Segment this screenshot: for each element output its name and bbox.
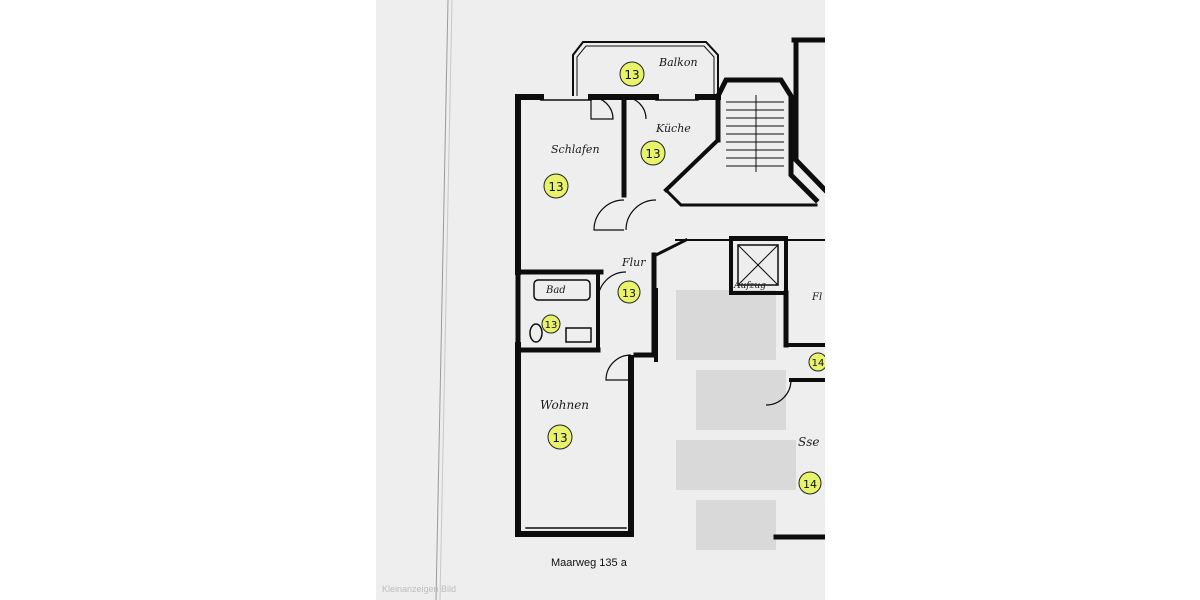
walls xyxy=(515,37,825,540)
room-number: 14 xyxy=(803,478,817,491)
room-marker-wohnen: 13 xyxy=(547,424,573,450)
room-label-flur: Flur xyxy=(621,256,646,269)
bathtub xyxy=(533,279,591,301)
floor-plan-drawing: 13 13 13 13 13 13 14 14 xyxy=(376,0,825,600)
watermark: Kleinanzeigen Bild xyxy=(382,584,456,594)
room-label-wohnen: Wohnen xyxy=(540,398,589,412)
room-marker-neighbor: 14 xyxy=(798,471,822,495)
paper-margin-line-2 xyxy=(439,0,453,600)
balcony xyxy=(572,41,719,96)
room-number: 13 xyxy=(548,180,563,194)
room-label-bad: Bad xyxy=(545,285,566,296)
bathroom-fixtures xyxy=(529,279,592,343)
paper-margin-line xyxy=(435,0,449,600)
room-number-markers: 13 13 13 13 13 13 14 14 xyxy=(541,61,825,495)
room-label-balkon: Balkon xyxy=(658,56,698,69)
room-marker-balkon: 13 xyxy=(619,61,645,87)
sink xyxy=(565,327,592,343)
room-marker-kueche: 13 xyxy=(640,140,666,166)
room-label-kueche: Küche xyxy=(655,122,691,135)
room-number: 13 xyxy=(624,68,639,82)
room-label-schlafen: Schlafen xyxy=(551,143,600,156)
room-marker-bad: 13 xyxy=(541,314,561,334)
plan-caption-address: Maarweg 135 a xyxy=(551,557,628,569)
room-number: 13 xyxy=(552,431,567,445)
room-marker-flur: 13 xyxy=(617,280,641,304)
stair-treads xyxy=(726,95,784,172)
room-number: 13 xyxy=(622,287,636,300)
room-label-neighbor-flur: Fl xyxy=(811,292,822,303)
room-label-neighbor: Sse xyxy=(798,435,819,449)
elevator-label: Aufzug xyxy=(733,281,766,291)
room-number: 13 xyxy=(545,320,558,331)
redacted-area xyxy=(676,290,796,550)
floor-plan-photo: 13 13 13 13 13 13 14 14 xyxy=(376,0,825,600)
room-labels: Balkon Schlafen Küche Flur Bad Wohnen Ss… xyxy=(540,56,822,449)
room-marker-schlafen: 13 xyxy=(543,173,569,199)
room-marker-neighbor-small: 14 xyxy=(808,352,825,372)
door-swings xyxy=(590,96,792,406)
toilet xyxy=(529,323,543,343)
room-number: 14 xyxy=(812,358,825,369)
room-number: 13 xyxy=(645,147,660,161)
